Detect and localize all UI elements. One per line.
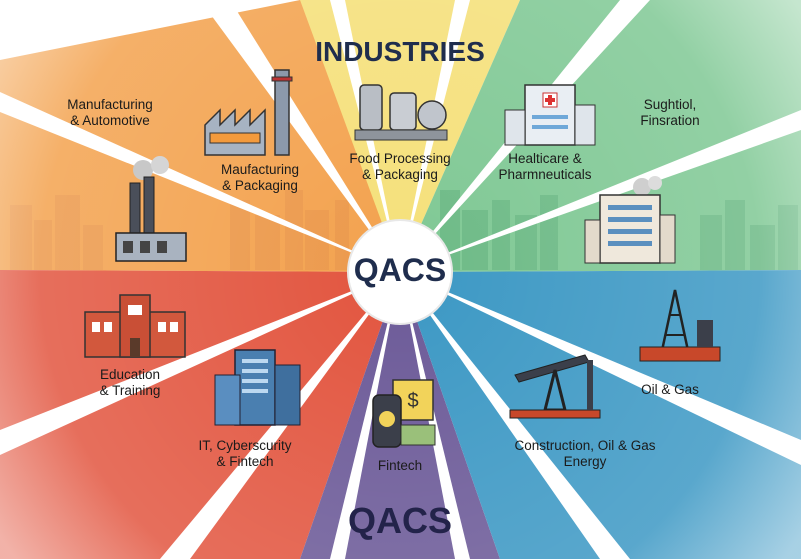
label-surgical-filtration: Sughtiol,Finsration <box>640 97 700 128</box>
label-healthcare: Healticare &Pharmneuticals <box>498 151 592 182</box>
datacenter-building-icon <box>214 349 301 426</box>
footer-label: QACS <box>347 500 452 541</box>
label-manufacturing-automotive: Manufacturing& Automotive <box>67 97 153 128</box>
factory-chimney-icon <box>204 69 293 156</box>
food-plant-icon <box>354 84 448 141</box>
hospital-icon <box>504 84 596 146</box>
coins-cash-icon: $ <box>372 379 436 448</box>
label-manufacturing-packaging: Maufacturing& Packaging <box>220 162 300 193</box>
center-circle <box>347 219 453 325</box>
office-building-icon <box>584 176 676 264</box>
power-plant-icon <box>115 156 187 262</box>
center-label: QACS <box>353 252 447 288</box>
svg-text:$: $ <box>407 390 418 412</box>
label-oil-gas: Oil & Gas <box>641 382 699 397</box>
oil-rig-icon <box>639 289 721 362</box>
label-it-cybersecurity: IT, Cyberscurity& Fintech <box>198 438 292 469</box>
label-fintech: Fintech <box>377 458 423 473</box>
label-food-processing: Food Processing& Packaging <box>349 151 451 182</box>
page-title: INDUSTRIES <box>315 36 485 67</box>
pumpjack-icon <box>509 354 601 419</box>
label-education: Education& Training <box>99 367 161 398</box>
school-building-icon <box>84 294 186 358</box>
